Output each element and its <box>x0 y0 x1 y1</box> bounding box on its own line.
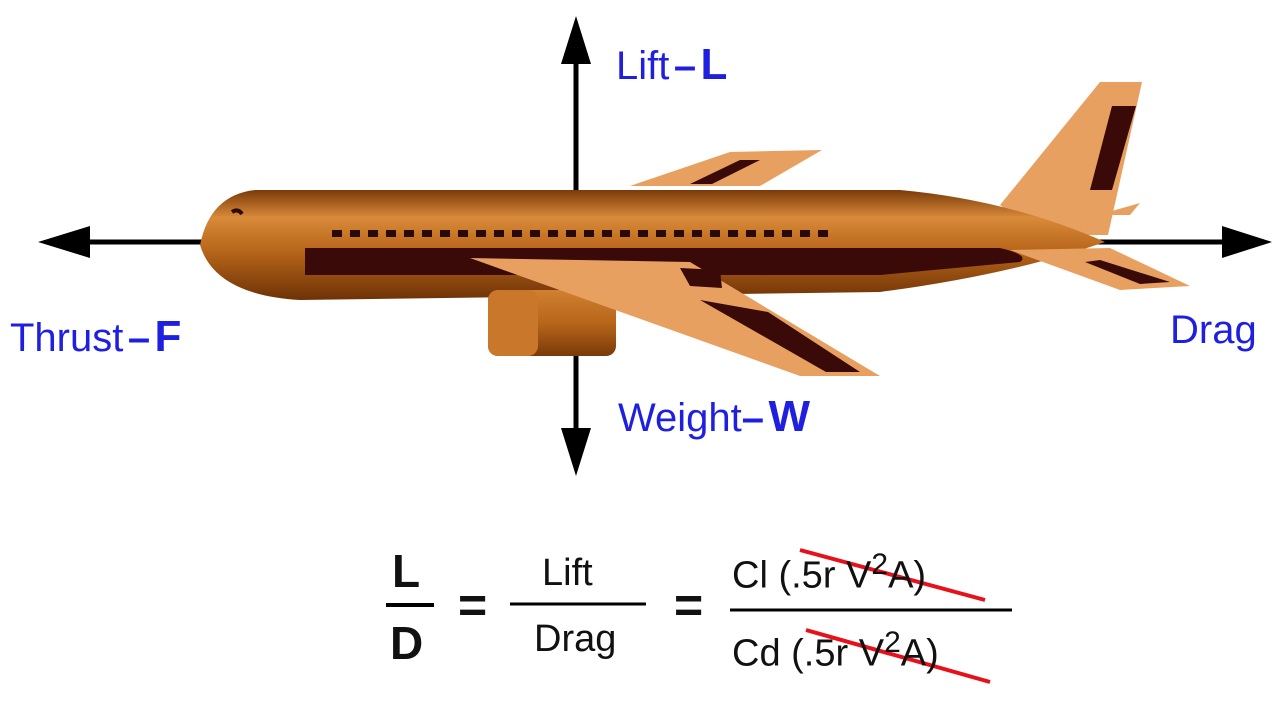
thrust-dash: – <box>127 316 151 360</box>
tail-fin <box>1000 82 1142 235</box>
cancel-line-top <box>799 548 986 602</box>
cancel-open: (.5 <box>778 554 823 597</box>
lift-word: Lift <box>616 44 670 88</box>
fraction1-denominator: Drag <box>534 618 617 660</box>
cancel-velocity: V <box>846 554 872 597</box>
lift-coefficient: Cl <box>732 554 768 597</box>
cancel-velocity: V <box>858 632 885 675</box>
drag-word: Drag <box>1170 308 1257 352</box>
drag-label: Drag <box>1170 308 1257 353</box>
lift-dash: – <box>673 44 697 88</box>
window-row <box>332 230 828 237</box>
lift-symbol: L <box>700 40 728 89</box>
thrust-symbol: F <box>154 312 182 361</box>
weight-symbol: W <box>768 392 811 441</box>
thrust-label: Thrust – F <box>10 312 181 362</box>
cancel-close: A) <box>900 632 939 675</box>
equals-sign-2: = <box>674 577 704 633</box>
cancel-exponent: 2 <box>871 548 889 581</box>
drag-arrowhead <box>1222 226 1272 258</box>
equation-lines <box>386 548 1012 684</box>
near-wing <box>470 258 880 376</box>
weight-dash: – <box>741 396 765 440</box>
fraction2-numerator: Cl (.5r V2A) <box>732 548 926 598</box>
weight-word: Weight <box>618 396 742 440</box>
cancel-rho: r <box>822 554 836 597</box>
ratio-numerator: L <box>392 545 421 597</box>
cancel-rho: r <box>835 632 849 675</box>
cancel-close: A) <box>888 554 927 597</box>
cancel-open: (.5 <box>791 632 836 675</box>
fraction2-denominator: Cd (.5r V2A) <box>732 626 939 676</box>
cancel-line-bottom <box>805 628 991 684</box>
equals-sign-1: = <box>458 577 488 633</box>
cancel-exponent: 2 <box>884 626 901 659</box>
engine <box>488 290 616 356</box>
thrust-word: Thrust <box>10 316 124 360</box>
weight-arrowhead <box>561 428 591 476</box>
fuselage-stripe <box>305 248 1023 275</box>
horizontal-stabilizer <box>1010 248 1190 290</box>
fraction1-numerator: Lift <box>542 552 593 594</box>
weight-label: Weight– W <box>618 392 810 442</box>
airplane <box>200 82 1190 376</box>
lift-label: Lift – L <box>616 40 727 90</box>
lift-arrowhead <box>561 16 591 64</box>
ratio-denominator: D <box>390 617 424 669</box>
thrust-arrowhead <box>38 226 90 258</box>
drag-coefficient: Cd <box>732 632 781 675</box>
